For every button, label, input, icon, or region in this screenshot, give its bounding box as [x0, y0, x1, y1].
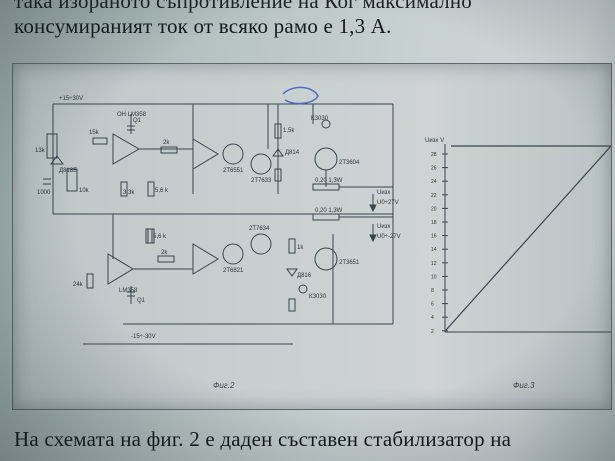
supply-neg-label: -15÷-30V — [131, 334, 156, 340]
graph-tick-label: 8 — [431, 288, 434, 294]
resistor-1k-label: 1k — [297, 245, 304, 251]
resistor-5-6k-top-label: 5,6 k — [155, 188, 169, 194]
graph-tick-label: 6 — [431, 302, 434, 308]
figure-panel: +15÷30V -15÷-30V ОН LM358 LM358 15k 2k 2… — [12, 63, 612, 410]
zener-d816-label: Д816 — [297, 273, 312, 279]
graph-tick-label: 28 — [431, 152, 437, 158]
transistor-bottom-2-label: 2Т7634 — [249, 226, 270, 232]
opamp-top-label: ОН LM358 — [117, 112, 147, 118]
graph-fig3-axes — [444, 144, 611, 333]
graph-tick-label: 18 — [431, 220, 437, 226]
resistor-15k-label: 15k — [89, 130, 100, 136]
zener-d818e-label: Д818Е — [59, 168, 77, 174]
graph-fig3-y-title: Uизх V — [425, 138, 444, 144]
resistor-1-5k-label: 1,5k — [283, 128, 295, 134]
resistor-output-bottom-label: 0,20 1,3W — [315, 208, 343, 214]
capacitor-q1-bottom-label: Q1 — [137, 298, 146, 304]
graph-tick-label: 4 — [431, 315, 434, 321]
figure-2-caption: Фиг.2 — [213, 381, 235, 390]
figure-3-caption: Фиг.3 — [513, 381, 535, 390]
text-line-consumed-current: консумираният ток от всяко рамо е 1,3 А. — [14, 14, 392, 38]
led-top-label: КЗ030 — [311, 116, 329, 122]
transistor-top-1-label: 2Т6551 — [223, 168, 244, 174]
led-bottom-label: КЗ030 — [309, 294, 327, 300]
graph-tick-label: 24 — [431, 179, 437, 185]
resistor-5-6k-bottom-label: 5,6 k — [153, 234, 167, 240]
capacitor-q1-top-label: Q1 — [133, 118, 142, 124]
opamp-bottom-label: LM358 — [119, 288, 138, 294]
zener-d814-label: Д814 — [285, 150, 300, 156]
capacitor-1000-label: 1000 — [37, 190, 51, 196]
resistor-2k-bottom-label: 2k — [161, 250, 168, 256]
text-line-bottom: На схемата на фиг. 2 е даден съставен ст… — [14, 427, 512, 451]
resistor-output-top-label: 0,20 1,3W — [315, 178, 343, 184]
graph-tick-label: 20 — [431, 206, 437, 212]
output-top-range-label: U0÷27V — [377, 200, 399, 206]
text-line-top: така изораното съпротивление на Ког макс… — [14, 0, 473, 13]
graph-tick-label: 10 — [431, 274, 437, 280]
graph-tick-label: 12 — [431, 261, 437, 267]
graph-tick-label: 2 — [431, 329, 434, 335]
graph-tick-label: 22 — [431, 193, 437, 199]
transistor-bottom-1-label: 2Т6821 — [223, 268, 244, 274]
output-top-name-label: Uизх — [377, 190, 390, 196]
graph-fig3-line — [445, 145, 611, 331]
transistor-top-2-label: 2Т7633 — [251, 178, 272, 184]
resistor-24k-label: 24k — [73, 282, 84, 288]
resistor-3-3k-label: 3,3k — [123, 190, 135, 196]
resistor-2k-top-label: 2k — [163, 140, 170, 146]
graph-tick-label: 26 — [431, 166, 437, 172]
supply-pos-label: +15÷30V — [59, 96, 83, 102]
graph-tick-label: 16 — [431, 234, 437, 240]
graph-fig3-ticks: 28 26 24 22 20 18 16 14 12 10 8 6 4 2 — [431, 152, 448, 335]
transistor-bottom-3-label: 2Т3651 — [339, 260, 360, 266]
resistor-10k-label: 10k — [79, 188, 90, 194]
schematic-drawing: +15÷30V -15÷-30V ОН LM358 LM358 15k 2k 2… — [35, 86, 611, 390]
graph-tick-label: 14 — [431, 247, 437, 253]
output-bottom-range-label: U0÷-27V — [377, 234, 401, 240]
resistor-13k-label: 13k — [35, 148, 46, 154]
transistor-top-3-label: 2Т3604 — [339, 160, 360, 166]
output-bottom-name-label: Uизх — [377, 224, 390, 230]
